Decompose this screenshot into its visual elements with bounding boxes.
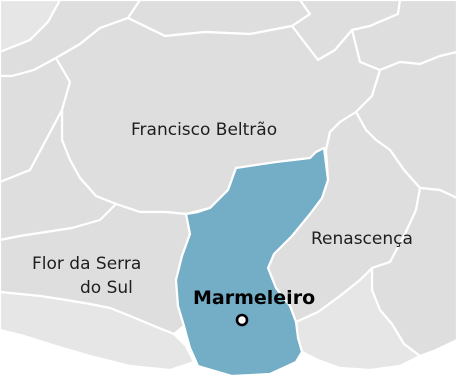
region-southwest-lower xyxy=(0,290,196,372)
label-flor-da-serra-line2: do Sul xyxy=(80,278,133,298)
region-marmeleiro[interactable] xyxy=(174,146,330,378)
label-renascenca: Renascença xyxy=(311,229,413,249)
region-south-east-lower xyxy=(294,266,422,372)
label-marmeleiro: Marmeleiro xyxy=(193,287,315,309)
label-flor-da-serra-line1: Flor da Serra xyxy=(32,254,141,274)
city-seat-marker[interactable] xyxy=(235,313,249,327)
label-francisco-beltrao: Francisco Beltrão xyxy=(131,120,277,140)
